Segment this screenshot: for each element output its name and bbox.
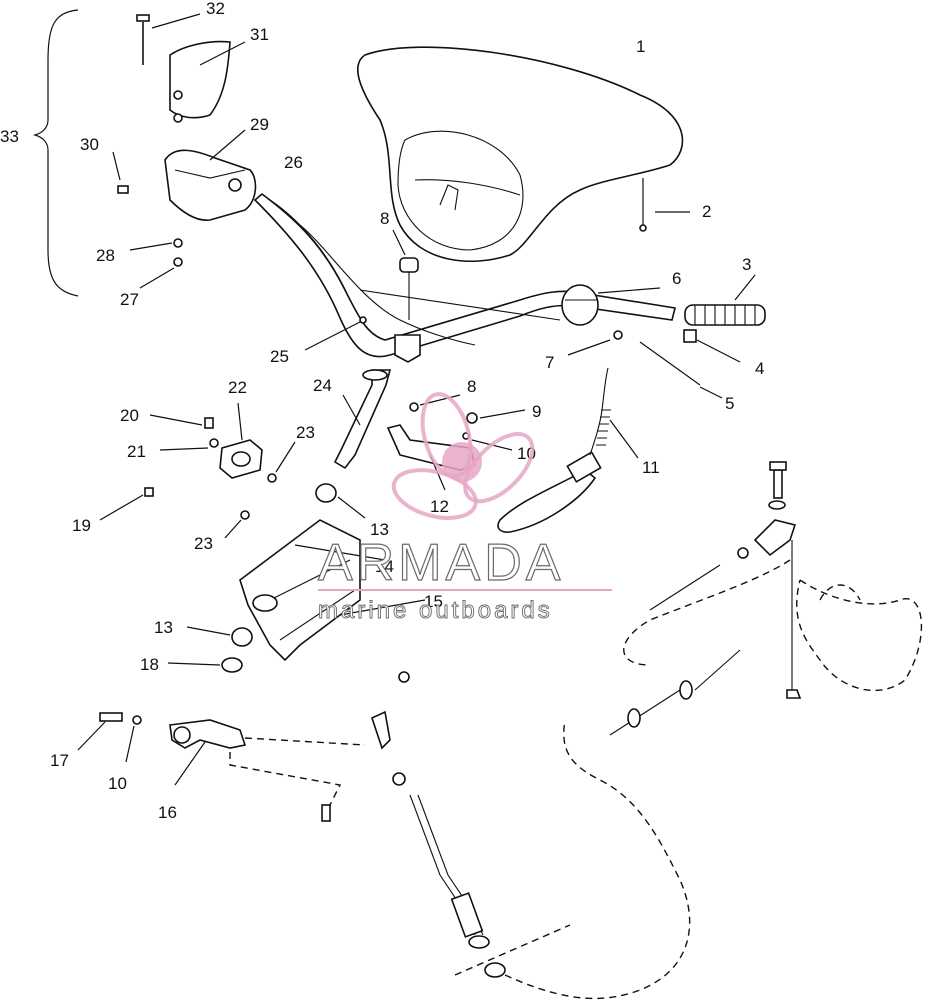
bushing-lower-part — [186, 626, 253, 647]
callout-11: 11 — [642, 458, 660, 477]
steering-support-part — [239, 519, 426, 662]
callout-23-upper: 23 — [296, 423, 315, 442]
grip-part — [684, 274, 766, 326]
flange-washer-part — [159, 438, 219, 451]
callout-18: 18 — [140, 655, 159, 674]
small-bolt-part — [99, 487, 154, 521]
handlebar-part — [253, 192, 676, 358]
callout-5: 5 — [725, 394, 734, 413]
callout-13-lower: 13 — [154, 618, 173, 637]
arm-pin-part — [321, 804, 331, 822]
long-bolt-part — [136, 13, 201, 65]
seat-screw-part — [639, 178, 690, 232]
small-nut-part — [567, 330, 623, 356]
bushing-upper-part — [315, 483, 366, 519]
steering-shaft-part — [333, 369, 392, 470]
callout-14: 14 — [375, 557, 394, 576]
choke-knob-part — [392, 229, 419, 320]
assembly-brace — [32, 9, 79, 297]
callout-30: 30 — [80, 135, 99, 154]
engine-linkage-part — [609, 461, 923, 736]
steering-head-part — [164, 129, 257, 221]
flange-screw-part — [149, 414, 214, 429]
throttle-lever-part — [497, 367, 639, 533]
callout-33: 33 — [0, 127, 19, 146]
callout-27: 27 — [120, 290, 139, 309]
arm-washer-part — [125, 715, 142, 763]
callout-24: 24 — [313, 376, 332, 395]
callout-15: 15 — [424, 592, 443, 611]
callout-16: 16 — [158, 803, 177, 822]
callout-8-lower: 8 — [467, 377, 476, 396]
hex-nut-part — [139, 257, 183, 289]
callout-23-lower: 23 — [194, 534, 213, 553]
steering-arm-part — [169, 719, 366, 806]
end-cap-part — [683, 329, 741, 363]
callout-10-lower: 10 — [108, 774, 127, 793]
callout-12: 12 — [430, 497, 449, 516]
callout-3: 3 — [742, 255, 751, 274]
callout-1: 1 — [636, 37, 645, 56]
callout-8-upper: 8 — [380, 209, 389, 228]
spacer-washer-part — [224, 441, 296, 539]
washer-part — [129, 238, 183, 251]
callout-2: 2 — [702, 202, 711, 221]
seat-cushion-part — [357, 46, 684, 263]
callout-21: 21 — [127, 442, 146, 461]
callout-4: 4 — [755, 359, 764, 378]
callout-32: 32 — [206, 0, 225, 18]
callout-6: 6 — [672, 269, 681, 288]
callout-7: 7 — [545, 353, 554, 372]
set-screw-part — [112, 151, 129, 194]
watermark-brand: ARMADA — [318, 534, 564, 592]
propeller-logo — [391, 392, 535, 520]
callout-28: 28 — [96, 246, 115, 265]
callout-13-upper: 13 — [370, 520, 389, 539]
arm-bolt-part — [77, 712, 123, 751]
switch-housing-part — [561, 284, 661, 326]
steering-cover-part — [169, 40, 246, 123]
callout-9: 9 — [532, 402, 541, 421]
watermark: ARMADA marine outboards — [317, 392, 612, 624]
callout-26: 26 — [284, 153, 303, 172]
watermark-tagline: marine outboards — [318, 597, 553, 624]
flange-part — [219, 402, 263, 479]
callout-22: 22 — [228, 378, 247, 397]
switch-screw-part — [639, 341, 723, 399]
callout-31: 31 — [250, 25, 269, 44]
callout-17: 17 — [50, 751, 69, 770]
callout-labels: 1 2 3 4 5 6 7 8 8 9 10 10 11 12 13 13 14… — [0, 0, 764, 822]
callout-29: 29 — [250, 115, 269, 134]
steering-cable-part — [371, 671, 691, 1000]
callout-19: 19 — [72, 516, 91, 535]
handlebar-clamp-part — [304, 316, 421, 363]
callout-20: 20 — [120, 406, 139, 425]
lower-washer-part — [167, 657, 243, 673]
callout-25: 25 — [270, 347, 289, 366]
